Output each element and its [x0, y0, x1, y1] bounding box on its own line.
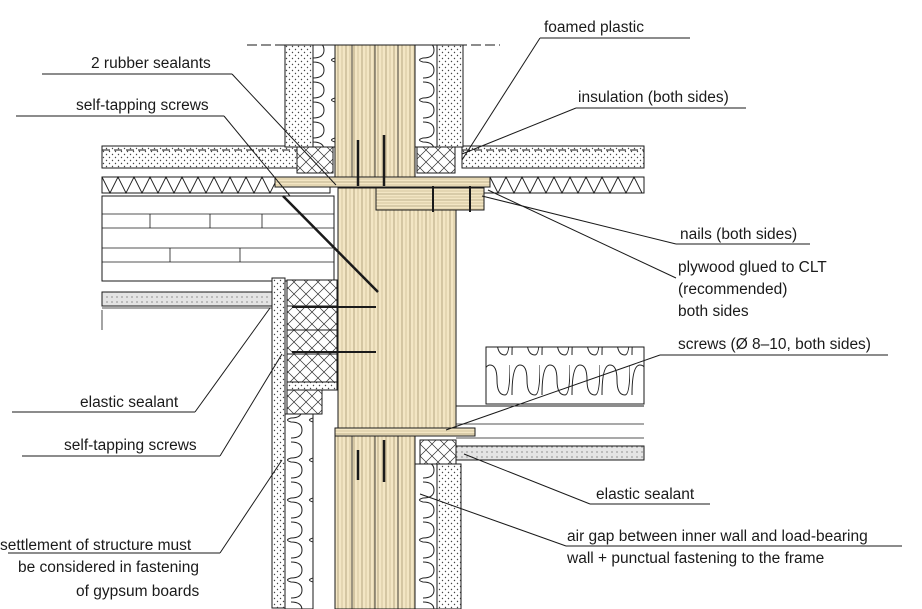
label-settlement-line-2: be considered in fastening	[18, 559, 199, 576]
label-insulation: insulation (both sides)	[578, 89, 729, 106]
label-plywood-line-3: both sides	[678, 303, 749, 320]
lower-left-lining	[271, 277, 338, 609]
label-nails: nails (both sides)	[680, 226, 797, 243]
label-elastic-sealant-right: elastic sealant	[596, 486, 695, 503]
upper-floor-right	[461, 145, 645, 195]
clt-floor-core	[274, 176, 491, 437]
label-plywood-line-2: (recommended)	[678, 281, 787, 298]
lower-wall	[284, 413, 462, 609]
label-air-gap-line-1: air gap between inner wall and load-bear…	[567, 528, 868, 545]
fasteners	[282, 135, 471, 482]
label-self-tapping-screws-top: self-tapping screws	[76, 97, 209, 114]
lower-floor-right	[455, 346, 645, 461]
label-foamed-plastic: foamed plastic	[544, 19, 644, 36]
label-air-gap-line-2: wall + punctual fastening to the frame	[566, 550, 824, 567]
upper-wall	[247, 44, 500, 178]
label-elastic-sealant-left: elastic sealant	[80, 394, 179, 411]
labels: foamed plastic 2 rubber sealants insulat…	[0, 19, 871, 600]
label-rubber-sealants: 2 rubber sealants	[91, 55, 211, 72]
label-screws: screws (Ø 8–10, both sides)	[678, 336, 871, 353]
label-plywood-line-1: plywood glued to CLT	[678, 259, 827, 276]
leader-lines	[8, 37, 902, 554]
label-settlement-line-3: of gypsum boards	[76, 583, 199, 600]
label-settlement-line-1: settlement of structure must	[0, 537, 192, 554]
label-self-tapping-screws-bottom: self-tapping screws	[64, 437, 197, 454]
